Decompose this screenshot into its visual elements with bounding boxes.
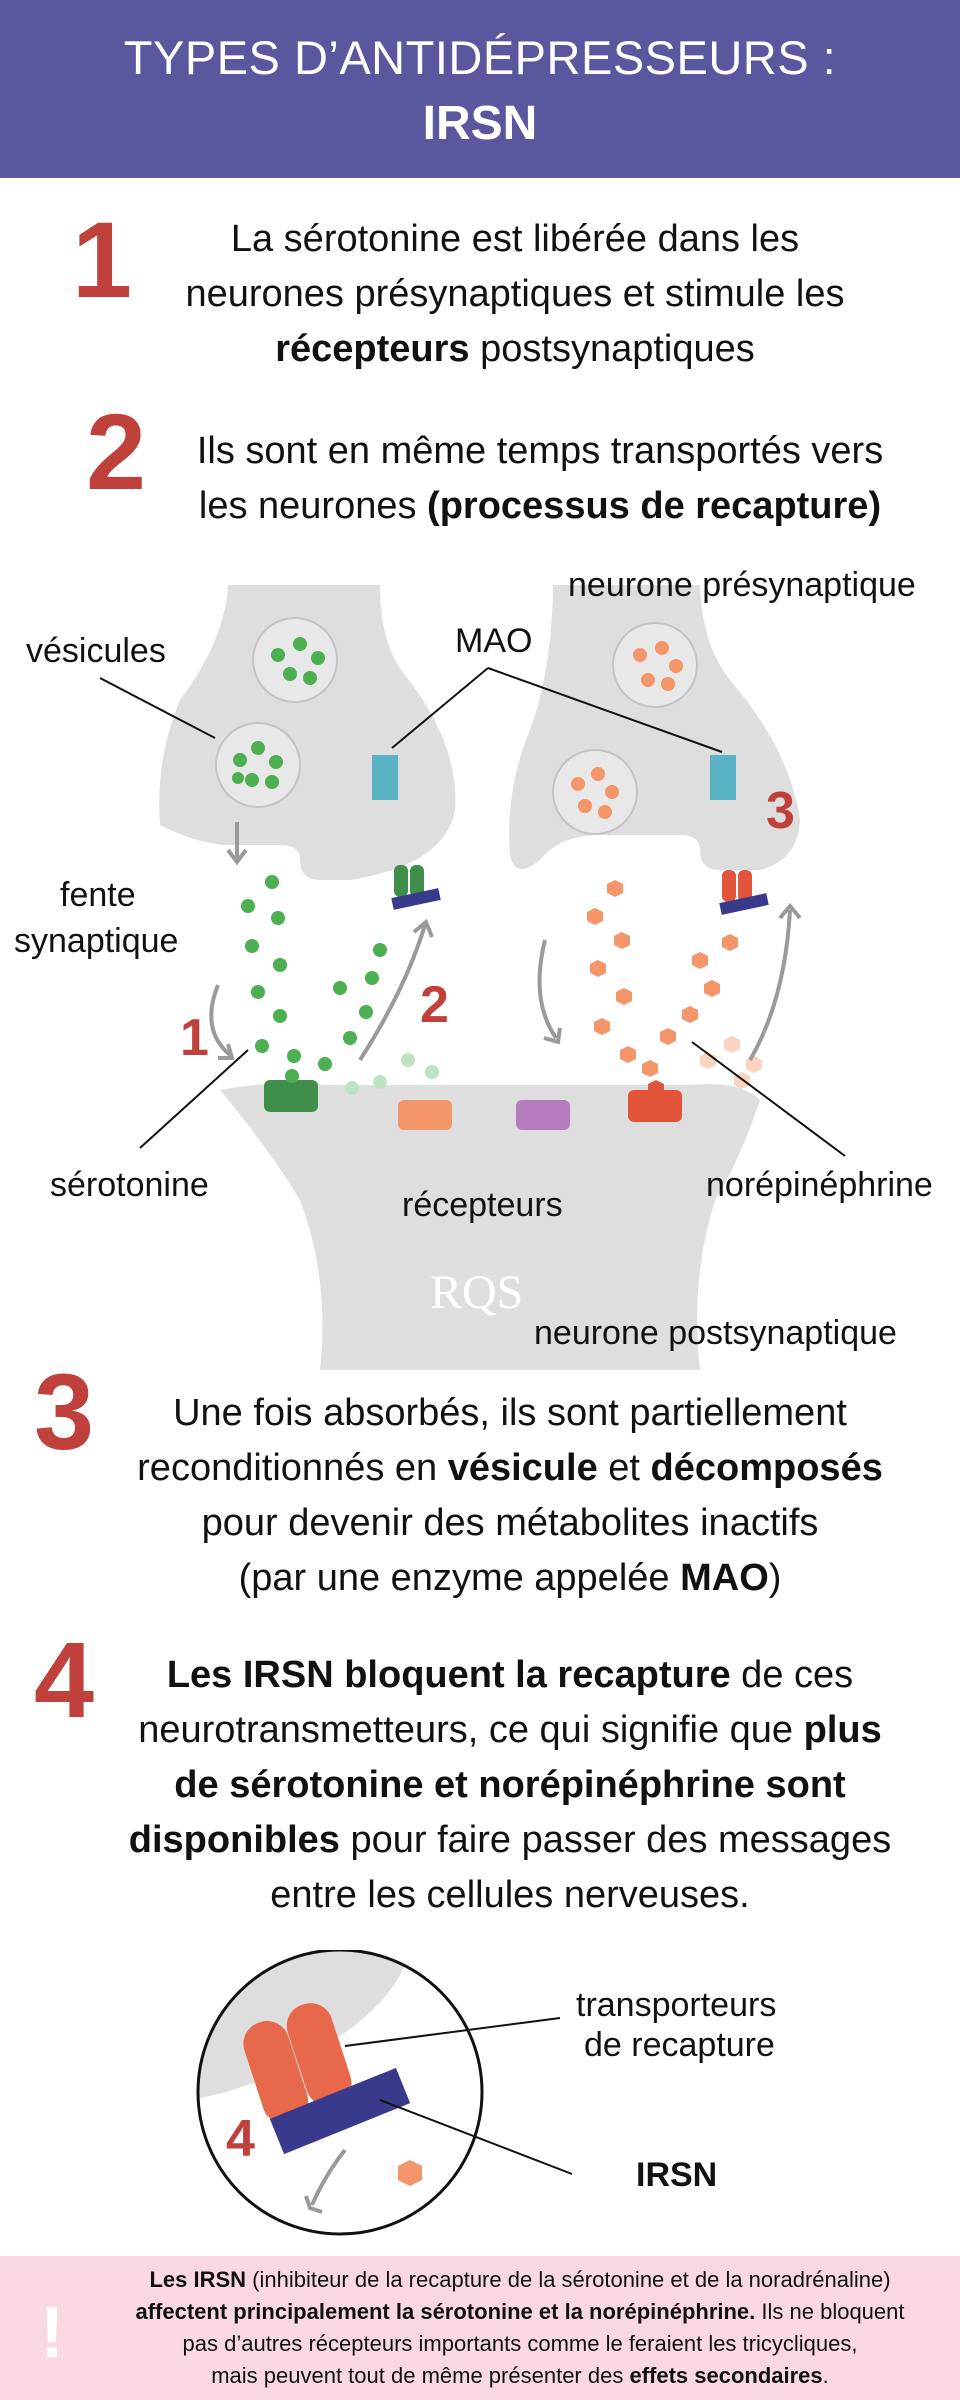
step-1-line-a: La sérotonine est libérée dans les bbox=[230, 218, 800, 260]
label-transporteurs: transporteurs bbox=[576, 1986, 777, 2024]
zoom-blocked-arrow bbox=[310, 2148, 347, 2206]
receptor-salmon bbox=[398, 1100, 452, 1130]
diagram-marker-2: 2 bbox=[420, 976, 449, 1034]
label-fente: fente bbox=[60, 876, 136, 914]
label-postsynaptic-neuron: neurone postsynaptique bbox=[534, 1314, 897, 1352]
step-2-line-a: Ils sont en même temps transportés vers bbox=[196, 430, 884, 472]
vesicle-serotonin-1 bbox=[252, 617, 338, 703]
label-de-recapture: de recapture bbox=[584, 2026, 775, 2064]
step-3-text: Une fois absorbés, ils sont partiellemen… bbox=[90, 1386, 930, 1606]
step-1-text: La sérotonine est libérée dans les neuro… bbox=[130, 212, 900, 377]
zoom-marker-4: 4 bbox=[226, 2110, 255, 2168]
zoom-circle-outline bbox=[196, 1950, 484, 2236]
step-3-line-d: (par une enzyme appelée MAO) bbox=[238, 1557, 782, 1599]
label-irsn: IRSN bbox=[636, 2156, 718, 2194]
footer-line-1: Les IRSN (inhibiteur de la recapture de … bbox=[149, 2267, 891, 2292]
step-3-line-b: reconditionnés en vésicule et décomposés bbox=[137, 1447, 883, 1489]
receptor-green bbox=[264, 1080, 318, 1112]
footer-text: Les IRSN (inhibiteur de la recapture de … bbox=[110, 2264, 930, 2392]
synapse-diagram: 1 2 3 RQS bbox=[99, 585, 846, 1370]
zoom-norepinephrine-molecule bbox=[398, 2160, 422, 2186]
label-vesicules: vésicules bbox=[26, 632, 166, 670]
label-mao: MAO bbox=[455, 622, 533, 660]
diagram-marker-1: 1 bbox=[180, 1009, 209, 1067]
receptor-red-bound bbox=[648, 1080, 664, 1097]
title-line-2: IRSN bbox=[422, 97, 538, 150]
vesicle-norepinephrine-2 bbox=[552, 749, 638, 835]
title-banner: TYPES D’ANTIDÉPRESSEURS : IRSN bbox=[0, 0, 960, 178]
label-serotonine: sérotonine bbox=[50, 1166, 209, 1204]
zoom-transporter bbox=[243, 2003, 411, 2155]
step-4-number: 4 bbox=[34, 1619, 95, 1740]
step-2-line-b: les neurones (processus de recapture) bbox=[198, 485, 882, 527]
label-presynaptic-neuron: neurone présynaptique bbox=[568, 566, 916, 604]
receptor-red bbox=[628, 1090, 682, 1122]
norepinephrine-molecules bbox=[587, 880, 738, 1077]
zoom-transporter-diagram: 4 bbox=[196, 1950, 573, 2236]
step-2-number: 2 bbox=[86, 391, 147, 512]
step-4-text: Les IRSN bloquent la recapture de ces ne… bbox=[90, 1648, 930, 1923]
step-3-line-c: pour devenir des métabolites inactifs bbox=[201, 1502, 819, 1544]
label-norepinephrine: norépinéphrine bbox=[706, 1166, 933, 1204]
serotonin-molecules bbox=[241, 875, 387, 1071]
step-3-number: 3 bbox=[34, 1351, 95, 1472]
norepinephrine-faded bbox=[700, 1036, 762, 1089]
receptor-purple bbox=[516, 1100, 570, 1130]
postsynaptic-neuron bbox=[220, 1083, 760, 1370]
step-4-line-d: disponibles pour faire passer des messag… bbox=[128, 1819, 892, 1861]
transporter-right bbox=[719, 870, 769, 915]
leader-lines bbox=[99, 667, 846, 1157]
leader-irsn bbox=[379, 2099, 573, 2175]
footer-line-2: affectent principalement la sérotonine e… bbox=[135, 2299, 905, 2324]
mao-enzyme-left bbox=[372, 755, 398, 800]
footer-note: ! Les IRSN (inhibiteur de la recapture d… bbox=[0, 2256, 960, 2400]
vesicle-serotonin-2 bbox=[215, 722, 301, 808]
vesicle-norepinephrine-1 bbox=[612, 622, 698, 708]
title-line-1: TYPES D’ANTIDÉPRESSEURS : bbox=[123, 31, 837, 84]
step-4-line-b: neurotransmetteurs, ce qui signifie que … bbox=[138, 1709, 882, 1751]
presynaptic-neuron-left bbox=[159, 585, 456, 880]
step-1-line-b: neurones présynaptiques et stimule les bbox=[185, 273, 845, 315]
step-4-line-e: entre les cellules nerveuses. bbox=[270, 1874, 750, 1916]
step-3-line-a: Une fois absorbés, ils sont partiellemen… bbox=[173, 1392, 847, 1434]
step-4-line-a: Les IRSN bloquent la recapture de ces bbox=[166, 1654, 854, 1696]
flow-arrows bbox=[209, 822, 802, 1062]
footer-line-4: mais peuvent tout de même présenter des … bbox=[211, 2363, 829, 2388]
serotonin-faded bbox=[345, 1053, 439, 1095]
mao-enzyme-right bbox=[710, 755, 736, 800]
footer-line-3: pas d’autres récepteurs importants comme… bbox=[182, 2331, 858, 2356]
label-synaptique: synaptique bbox=[14, 922, 179, 960]
rqs-logo: RQS bbox=[430, 1266, 523, 1319]
step-1-number: 1 bbox=[72, 199, 133, 320]
exclamation-icon: ! bbox=[40, 2293, 64, 2373]
label-recepteurs: récepteurs bbox=[402, 1186, 563, 1224]
transporter-left bbox=[391, 865, 441, 910]
step-1-line-c: récepteurs postsynaptiques bbox=[275, 328, 755, 370]
diagram-marker-3: 3 bbox=[766, 782, 795, 840]
receptor-green-bound bbox=[285, 1069, 299, 1083]
step-4-line-c: de sérotonine et norépinéphrine sont bbox=[174, 1764, 846, 1806]
leader-transporters bbox=[344, 2017, 561, 2047]
step-2-text: Ils sont en même temps transportés vers … bbox=[160, 424, 920, 534]
